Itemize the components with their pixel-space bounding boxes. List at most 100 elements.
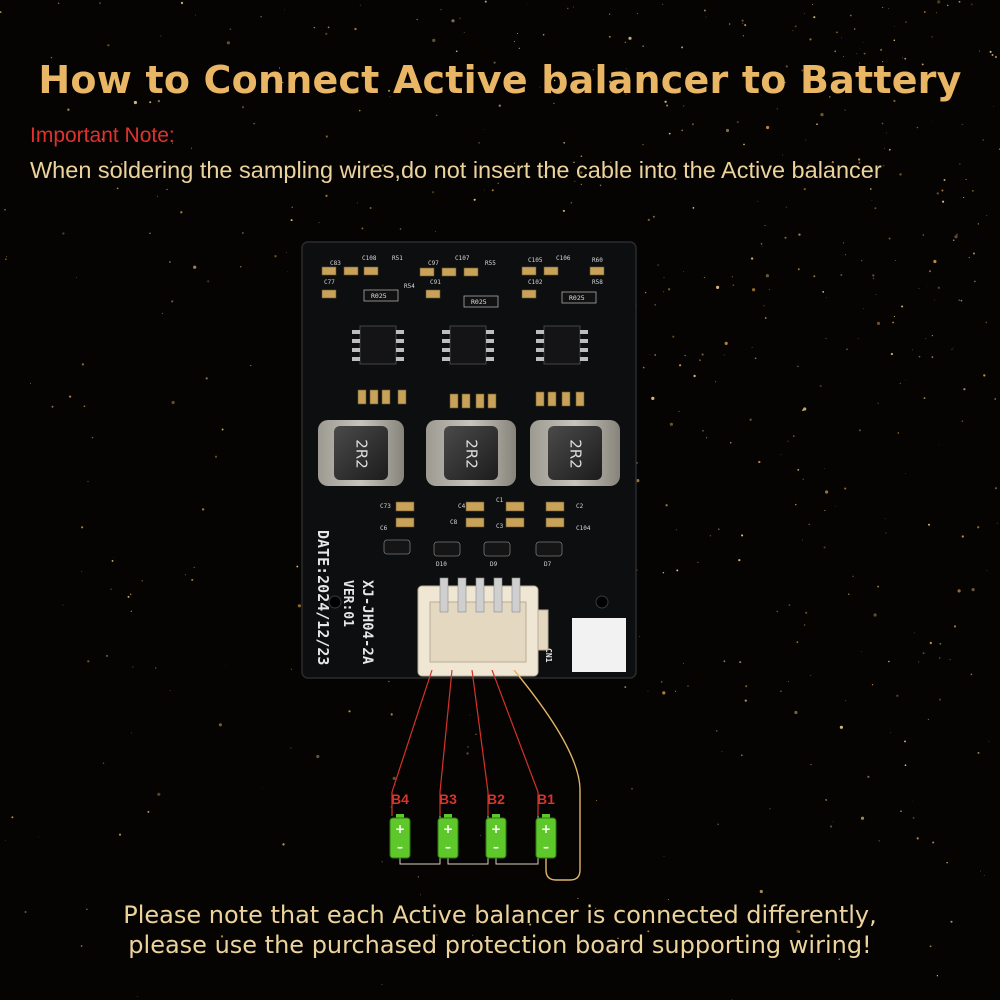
- star-sparkle: [325, 135, 328, 138]
- star-sparkle: [768, 288, 771, 291]
- star-sparkle: [651, 396, 655, 400]
- star-sparkle: [986, 570, 988, 572]
- sampling-wire: [439, 670, 453, 793]
- star-sparkle: [636, 479, 640, 483]
- star-sparkle: [127, 595, 130, 598]
- star-sparkle: [626, 68, 628, 69]
- star-sparkle: [888, 148, 891, 151]
- star-sparkle: [166, 188, 168, 191]
- star-sparkle: [857, 158, 861, 161]
- star-sparkle: [904, 57, 906, 60]
- star-sparkle: [899, 173, 902, 176]
- star-sparkle: [991, 54, 994, 56]
- star-sparkle: [760, 242, 763, 245]
- star-sparkle: [807, 164, 810, 166]
- star-sparkle: [662, 3, 664, 5]
- star-sparkle: [387, 89, 391, 92]
- star-sparkle: [819, 385, 822, 387]
- star-sparkle: [894, 260, 896, 261]
- star-sparkle: [950, 920, 953, 923]
- star-sparkle: [802, 539, 804, 541]
- star-sparkle: [856, 53, 858, 55]
- star-sparkle: [742, 35, 745, 37]
- star-sparkle: [785, 206, 787, 208]
- star-sparkle: [965, 178, 967, 181]
- star-sparkle: [654, 303, 657, 306]
- star-sparkle: [87, 660, 90, 663]
- star-sparkle: [526, 4, 528, 5]
- star-sparkle: [348, 710, 351, 713]
- star-sparkle: [296, 565, 299, 568]
- star-sparkle: [843, 55, 844, 57]
- star-sparkle: [663, 856, 665, 857]
- silk-label: R54: [404, 283, 415, 290]
- star-sparkle: [484, 0, 487, 3]
- star-sparkle: [946, 4, 949, 7]
- star-sparkle: [663, 291, 665, 293]
- star-sparkle: [642, 45, 644, 47]
- star-sparkle: [171, 400, 175, 405]
- star-sparkle: [520, 83, 522, 85]
- sampling-wire: [471, 670, 489, 793]
- star-sparkle: [897, 432, 899, 434]
- star-sparkle: [881, 122, 884, 125]
- star-sparkle: [253, 123, 255, 125]
- star-sparkle: [788, 681, 789, 683]
- star-sparkle: [358, 109, 361, 112]
- star-sparkle: [580, 183, 582, 185]
- star-sparkle: [905, 379, 907, 381]
- star-sparkle: [113, 557, 114, 558]
- star-sparkle: [739, 661, 742, 664]
- silk-label: C105: [528, 257, 543, 264]
- star-sparkle: [354, 27, 357, 31]
- star-sparkle: [968, 256, 970, 259]
- star-sparkle: [35, 138, 37, 140]
- star-sparkle: [784, 236, 787, 239]
- silk-label: C1: [496, 497, 504, 504]
- star-sparkle: [810, 763, 812, 766]
- silk-label: R58: [592, 279, 603, 286]
- star-sparkle: [636, 13, 638, 14]
- star-sparkle: [769, 808, 771, 810]
- star-sparkle: [888, 8, 890, 10]
- star-sparkle: [766, 125, 770, 130]
- star-sparkle: [949, 659, 951, 661]
- star-sparkle: [692, 207, 695, 209]
- silk-label: C102: [528, 279, 543, 286]
- silk-label: C77: [324, 279, 335, 286]
- star-sparkle: [599, 64, 602, 67]
- star-sparkle: [860, 68, 864, 73]
- star-sparkle: [237, 83, 240, 86]
- star-sparkle: [663, 276, 665, 278]
- star-sparkle: [803, 187, 806, 191]
- board-date-silk: DATE:2024/12/23: [314, 530, 332, 665]
- star-sparkle: [110, 588, 112, 590]
- star-sparkle: [455, 50, 458, 53]
- star-sparkle: [952, 347, 954, 349]
- star-sparkle: [805, 139, 807, 141]
- star-sparkle: [5, 840, 6, 841]
- star-sparkle: [660, 78, 661, 80]
- star-sparkle: [642, 144, 644, 146]
- battery-terminal: [542, 814, 550, 819]
- star-sparkle: [687, 685, 689, 687]
- star-sparkle: [239, 266, 242, 268]
- star-sparkle: [731, 276, 733, 278]
- star-sparkle: [983, 874, 985, 876]
- star-sparkle: [936, 975, 939, 977]
- star-sparkle: [488, 77, 490, 78]
- star-sparkle: [958, 299, 960, 301]
- star-sparkle: [935, 12, 937, 14]
- star-sparkle: [929, 945, 932, 948]
- star-sparkle: [764, 224, 766, 227]
- star-sparkle: [743, 143, 745, 146]
- star-sparkle: [416, 19, 418, 21]
- star-sparkle: [684, 354, 686, 357]
- star-sparkle: [484, 129, 485, 131]
- star-sparkle: [282, 843, 285, 846]
- jst-connector: [417, 577, 549, 677]
- star-sparkle: [759, 889, 763, 894]
- star-sparkle: [667, 899, 669, 901]
- star-sparkle: [963, 196, 965, 199]
- star-sparkle: [784, 81, 786, 84]
